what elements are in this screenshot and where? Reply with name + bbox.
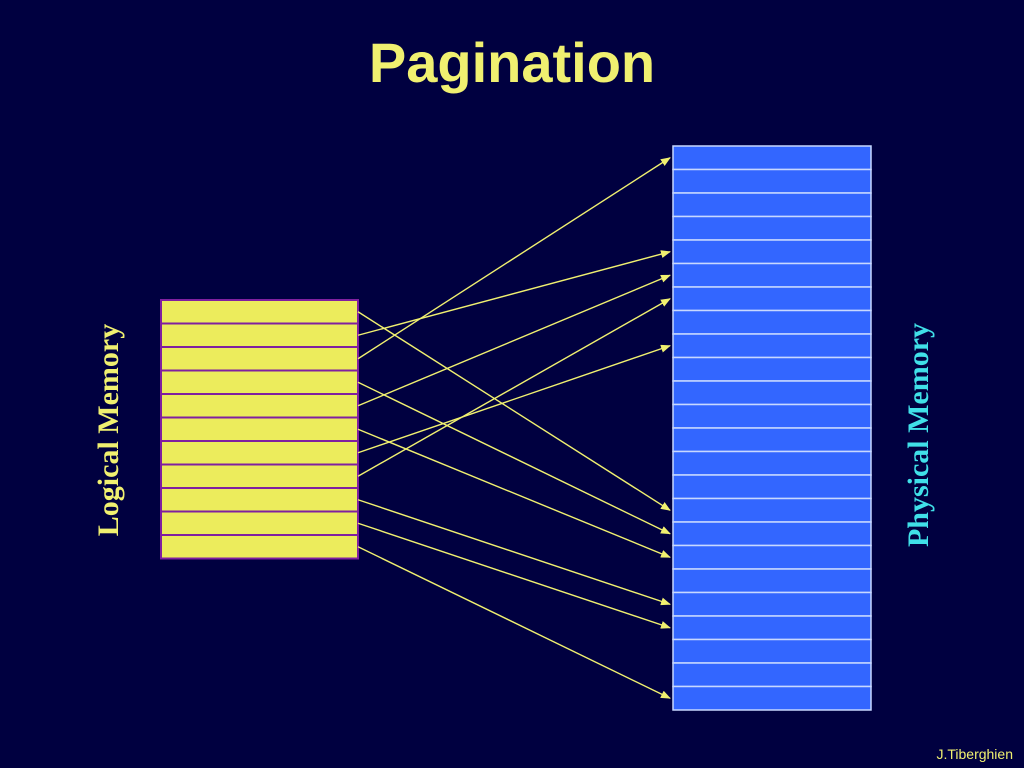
physical-frame-1 — [672, 168, 872, 194]
slide-title: Pagination — [368, 31, 656, 94]
physical-frame-10 — [672, 380, 872, 406]
logical-page-4 — [160, 393, 359, 419]
physical-frame-13 — [672, 450, 872, 476]
physical-frame-12 — [672, 427, 872, 453]
logical-page-5 — [160, 416, 359, 442]
logical-page-10 — [160, 534, 359, 560]
physical-frame-0 — [672, 145, 872, 171]
logical-page-2 — [160, 346, 359, 372]
physical-memory-label: Physical Memory — [902, 322, 935, 548]
mapping-arrow-page-2-to-frame-0 — [357, 157, 671, 360]
logical-memory-block — [160, 299, 359, 560]
mapping-arrow-page-9-to-frame-20 — [357, 522, 671, 629]
mapping-arrow-page-4-to-frame-5 — [357, 274, 671, 407]
physical-frame-7 — [672, 309, 872, 335]
mapping-arrow-page-10-to-frame-23 — [357, 546, 671, 699]
mapping-arrow-page-8-to-frame-19 — [357, 499, 671, 606]
physical-frame-21 — [672, 638, 872, 664]
physical-frame-9 — [672, 356, 872, 382]
physical-frame-5 — [672, 262, 872, 288]
logical-page-9 — [160, 510, 359, 536]
mapping-arrow-page-6-to-frame-8 — [357, 344, 671, 454]
author-credit: J.Tiberghien — [936, 746, 1013, 762]
physical-frame-22 — [672, 662, 872, 688]
physical-frame-17 — [672, 544, 872, 570]
physical-frame-11 — [672, 403, 872, 429]
logical-page-7 — [160, 463, 359, 489]
mapping-arrow-page-1-to-frame-4 — [357, 250, 671, 336]
physical-frame-23 — [672, 685, 872, 711]
physical-frame-3 — [672, 215, 872, 241]
mapping-arrow-page-5-to-frame-17 — [357, 428, 671, 558]
logical-page-3 — [160, 369, 359, 395]
physical-frame-19 — [672, 591, 872, 617]
physical-frame-18 — [672, 568, 872, 594]
logical-memory-label: Logical Memory — [92, 323, 125, 537]
page-mapping-arrows — [357, 157, 671, 699]
logical-page-6 — [160, 440, 359, 466]
mapping-arrow-page-3-to-frame-16 — [357, 381, 671, 535]
mapping-arrow-page-7-to-frame-6 — [357, 298, 671, 477]
physical-frame-15 — [672, 497, 872, 523]
physical-frame-16 — [672, 521, 872, 547]
physical-frame-6 — [672, 286, 872, 312]
physical-frame-2 — [672, 192, 872, 218]
logical-page-8 — [160, 487, 359, 513]
physical-memory-block — [672, 145, 872, 711]
mapping-arrow-page-0-to-frame-15 — [357, 311, 671, 511]
physical-frame-14 — [672, 474, 872, 500]
physical-frame-4 — [672, 239, 872, 265]
physical-frame-20 — [672, 615, 872, 641]
logical-page-0 — [160, 299, 359, 325]
logical-page-1 — [160, 322, 359, 348]
physical-frame-8 — [672, 333, 872, 359]
